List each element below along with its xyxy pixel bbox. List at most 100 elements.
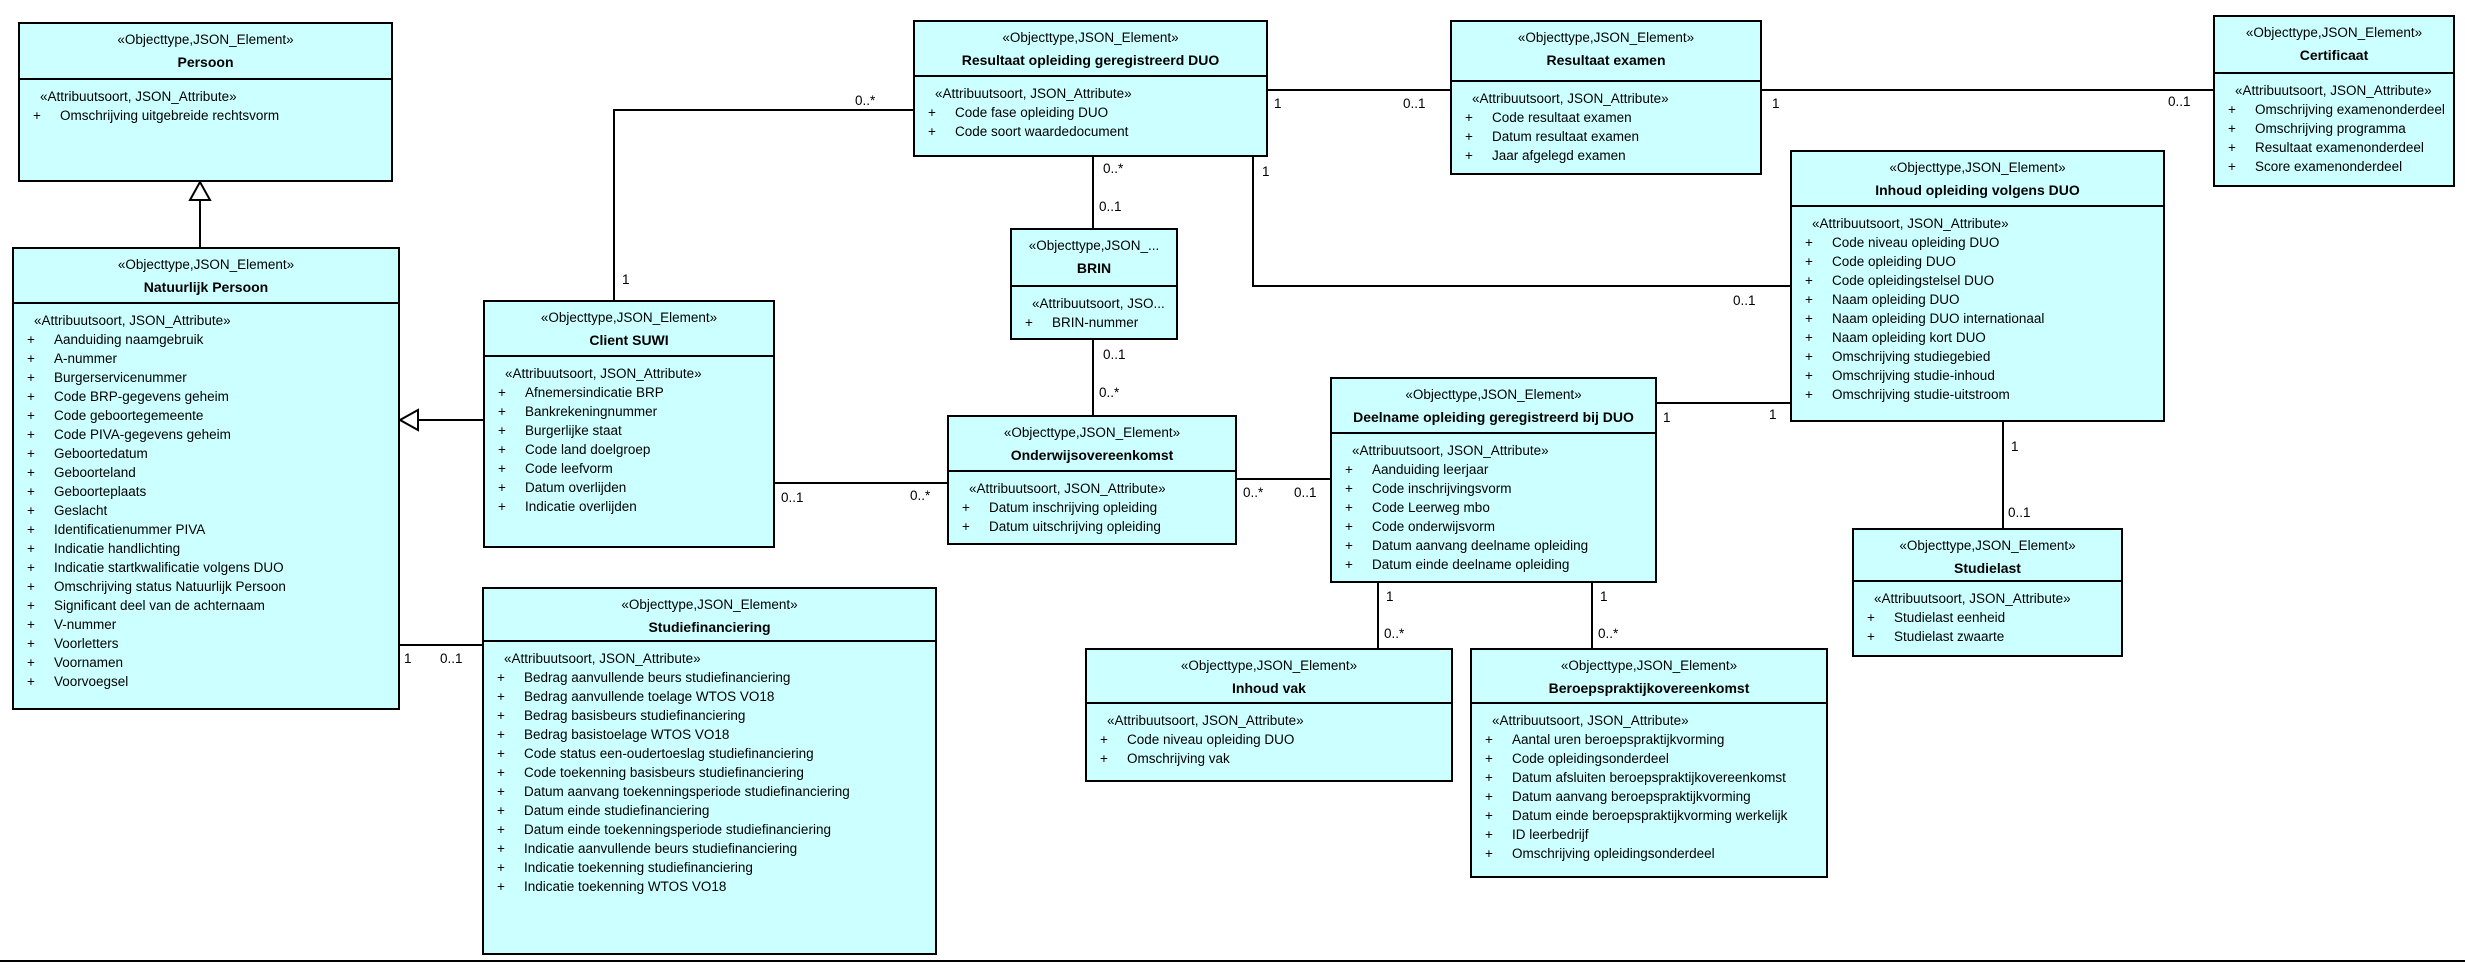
attribute-name: Jaar afgelegd examen xyxy=(1492,148,1626,163)
class-title-compartment: «Objecttype,JSON_Element»Beroepspraktijk… xyxy=(1472,650,1826,704)
visibility-public-icon: + xyxy=(1345,557,1353,572)
visibility-public-icon: + xyxy=(498,499,506,514)
attribute-name: Omschrijving opleidingsonderdeel xyxy=(1512,846,1715,861)
multiplicity-label: 0..* xyxy=(1099,385,1120,400)
class-title-compartment: «Objecttype,JSON_...BRIN xyxy=(1012,230,1176,287)
association-client-suwi--resultaat-opleiding-geregistreerd-duo[interactable] xyxy=(613,109,913,300)
generalization-arrow-icon xyxy=(397,408,419,432)
visibility-public-icon: + xyxy=(2228,102,2236,117)
class-attributes-compartment: «Attribuutsoort, JSON_Attribute»+Aanduid… xyxy=(14,304,398,691)
class-name: Inhoud opleiding volgens DUO xyxy=(1875,182,2080,198)
visibility-public-icon: + xyxy=(498,404,506,419)
visibility-public-icon: + xyxy=(1867,629,1875,644)
class-name: Resultaat examen xyxy=(1546,52,1666,68)
attribute-name: Geslacht xyxy=(54,503,108,518)
class-name: Persoon xyxy=(177,54,234,70)
attribute-name: Code toekenning basisbeurs studiefinanci… xyxy=(524,765,804,780)
class-persoon[interactable]: «Objecttype,JSON_Element»Persoon«Attribu… xyxy=(18,22,393,182)
attribute-row: +Code niveau opleiding DUO xyxy=(1792,233,2163,252)
multiplicity-label: 0..* xyxy=(1243,485,1264,500)
class-beroepspraktijkovereenkomst[interactable]: «Objecttype,JSON_Element»Beroepspraktijk… xyxy=(1470,648,1828,878)
visibility-public-icon: + xyxy=(962,519,970,534)
attribute-row: +Afnemersindicatie BRP xyxy=(485,383,773,402)
class-stereotype: «Objecttype,JSON_Element» xyxy=(1002,30,1179,45)
attribute-row: +Code inschrijvingsvorm xyxy=(1332,479,1655,498)
class-title-compartment: «Objecttype,JSON_Element»Natuurlijk Pers… xyxy=(14,249,398,304)
attribute-row: +Datum uitschrijving opleiding xyxy=(949,517,1235,536)
class-stereotype: «Objecttype,JSON_... xyxy=(1028,238,1160,253)
class-title-compartment: «Objecttype,JSON_Element» Inhoud vak xyxy=(1087,650,1451,704)
class-title-compartment: «Objecttype,JSON_Element»Studiefinancier… xyxy=(484,589,935,642)
visibility-public-icon: + xyxy=(27,655,35,670)
attributes-stereotype: «Attribuutsoort, JSON_Attribute» xyxy=(1352,443,1549,458)
visibility-public-icon: + xyxy=(1465,148,1473,163)
class-title-compartment: «Objecttype,JSON_Element»Onderwijsoveree… xyxy=(949,417,1235,472)
visibility-public-icon: + xyxy=(27,370,35,385)
class-attributes-compartment: «Attribuutsoort, JSON_Attribute»+Omschri… xyxy=(2215,74,2453,176)
attribute-row: +Omschrijving studiegebied xyxy=(1792,347,2163,366)
visibility-public-icon: + xyxy=(1485,751,1493,766)
visibility-public-icon: + xyxy=(497,765,505,780)
class-studielast[interactable]: «Objecttype,JSON_Element»Studielast«Attr… xyxy=(1852,528,2123,657)
attribute-name: Geboorteland xyxy=(54,465,136,480)
attribute-row: +Datum aanvang beroepspraktijkvorming xyxy=(1472,787,1826,806)
visibility-public-icon: + xyxy=(1805,292,1813,307)
attribute-name: Code Leerweg mbo xyxy=(1372,500,1490,515)
attribute-name: Bedrag basistoelage WTOS VO18 xyxy=(524,727,730,742)
class-stereotype: «Objecttype,JSON_Element» xyxy=(117,257,295,272)
attributes-stereotype: «Attribuutsoort, JSON_Attribute» xyxy=(1472,91,1669,106)
attribute-name: Datum overlijden xyxy=(525,480,627,495)
visibility-public-icon: + xyxy=(1805,330,1813,345)
attributes-stereotype: «Attribuutsoort, JSON_Attribute» xyxy=(935,86,1132,101)
class-attributes-compartment: «Attribuutsoort, JSON_Attribute»+Studiel… xyxy=(1854,582,2121,646)
attribute-row: +Voorletters xyxy=(14,634,398,653)
attribute-row: +Indicatie startkwalificatie volgens DUO xyxy=(14,558,398,577)
attribute-row: +Datum einde beroepspraktijkvorming werk… xyxy=(1472,806,1826,825)
attribute-name: Omschrijving programma xyxy=(2255,121,2406,136)
class-resultaat-opleiding-geregistreerd-duo[interactable]: «Objecttype,JSON_Element»Resultaat oplei… xyxy=(913,20,1268,157)
attribute-name: BRIN-nummer xyxy=(1052,315,1139,330)
class-brin[interactable]: «Objecttype,JSON_...BRIN«Attribuutsoort,… xyxy=(1010,228,1178,340)
visibility-public-icon: + xyxy=(27,617,35,632)
association-resultaat-opleiding-geregistreerd-duo--inhoud-opleiding-volgens-duo[interactable] xyxy=(1252,157,1790,287)
attribute-row: +Aantal uren beroepspraktijkvorming xyxy=(1472,730,1826,749)
multiplicity-label: 0..* xyxy=(1103,161,1124,176)
attribute-row: +Code fase opleiding DUO xyxy=(915,103,1266,122)
attribute-row: +Code opleidingstelsel DUO xyxy=(1792,271,2163,290)
class-studiefinanciering[interactable]: «Objecttype,JSON_Element»Studiefinancier… xyxy=(482,587,937,955)
class-client-suwi[interactable]: «Objecttype,JSON_Element»Client SUWI«Att… xyxy=(483,300,775,548)
class-deelname-opleiding-geregistreerd-bij-duo[interactable]: «Objecttype,JSON_Element»Deelname opleid… xyxy=(1330,377,1657,583)
class-name: Inhoud vak xyxy=(1232,680,1306,696)
class-certificaat[interactable]: «Objecttype,JSON_Element»Certificaat«Att… xyxy=(2213,15,2455,187)
class-inhoud-opleiding-volgens-duo[interactable]: «Objecttype,JSON_Element»Inhoud opleidin… xyxy=(1790,150,2165,422)
attribute-name: Code resultaat examen xyxy=(1492,110,1632,125)
attribute-row: +Code onderwijsvorm xyxy=(1332,517,1655,536)
attribute-row: +Omschrijving examenonderdeel xyxy=(2215,100,2453,119)
class-title-compartment: «Objecttype,JSON_Element»Persoon xyxy=(20,24,391,80)
multiplicity-label: 0..1 xyxy=(2008,505,2031,520)
attributes-stereotype: «Attribuutsoort, JSON_Attribute» xyxy=(969,481,1166,496)
class-title-compartment: «Objecttype,JSON_Element»Studielast xyxy=(1854,530,2121,582)
multiplicity-label: 1 xyxy=(1769,407,1777,422)
attributes-stereotype: «Attribuutsoort, JSON_Attribute» xyxy=(505,366,702,381)
attribute-name: Datum aanvang deelname opleiding xyxy=(1372,538,1589,553)
class-inhoud-vak[interactable]: «Objecttype,JSON_Element»Inhoud vak«Attr… xyxy=(1085,648,1453,782)
class-resultaat-examen[interactable]: «Objecttype,JSON_Element»Resultaat exame… xyxy=(1450,20,1762,175)
class-natuurlijk-persoon[interactable]: «Objecttype,JSON_Element»Natuurlijk Pers… xyxy=(12,247,400,710)
attribute-name: Indicatie overlijden xyxy=(525,499,637,514)
multiplicity-label: 1 xyxy=(1274,96,1282,111)
attribute-row: + Jaar afgelegd examen xyxy=(1452,146,1760,165)
attribute-row: +Datum aanvang deelname opleiding xyxy=(1332,536,1655,555)
visibility-public-icon: + xyxy=(1100,751,1108,766)
visibility-public-icon: + xyxy=(1345,481,1353,496)
attribute-name: Voorvoegsel xyxy=(54,674,129,689)
class-name: Client SUWI xyxy=(589,332,669,348)
attribute-row: +Bedrag basisbeurs studiefinanciering xyxy=(484,706,935,725)
attribute-row: +Code resultaat examen xyxy=(1452,108,1760,127)
visibility-public-icon: + xyxy=(497,689,505,704)
attribute-row: +Studielast eenheid xyxy=(1854,608,2121,627)
class-stereotype: «Objecttype,JSON_Element» xyxy=(1180,658,1358,673)
attributes-stereotype: «Attribuutsoort, JSON_Attribute» xyxy=(1812,216,2009,231)
class-onderwijsovereenkomst[interactable]: «Objecttype,JSON_Element»Onderwijsoveree… xyxy=(947,415,1237,545)
